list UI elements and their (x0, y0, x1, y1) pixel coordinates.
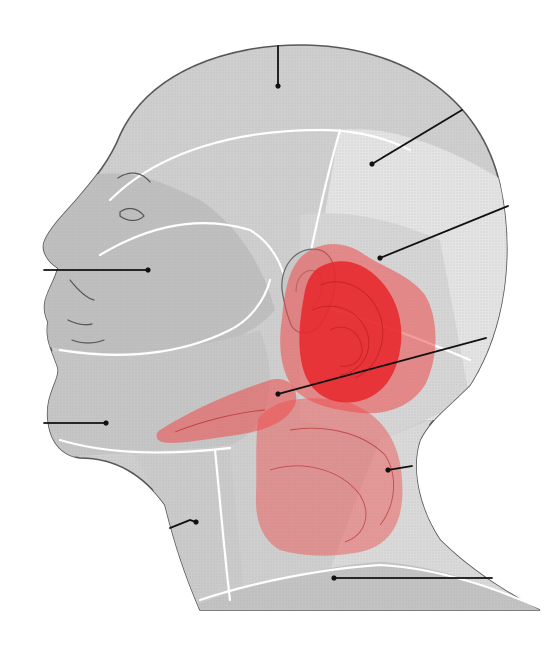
head-referral-diagram (0, 0, 560, 665)
diagram-canvas (0, 0, 560, 665)
